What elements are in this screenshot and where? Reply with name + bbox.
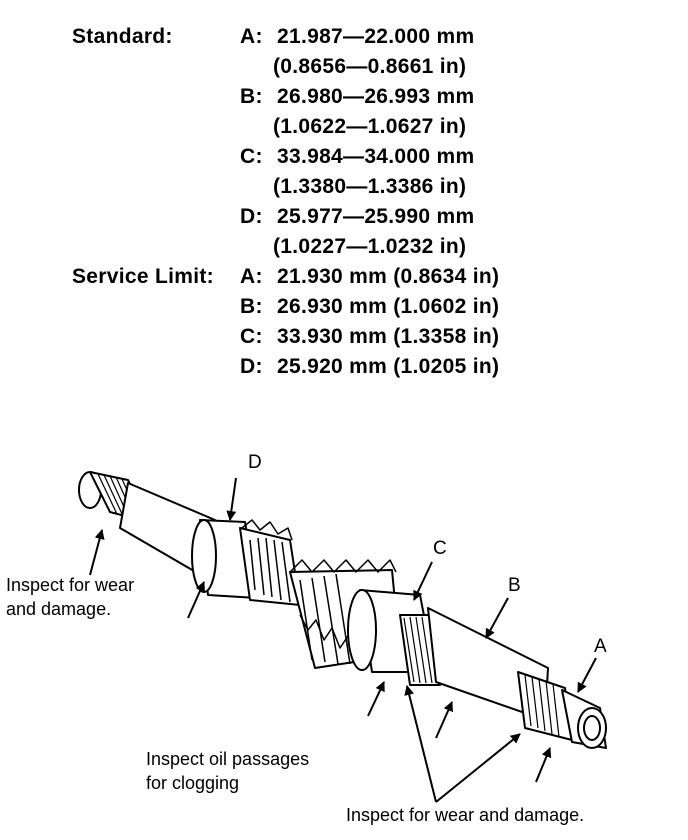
standard-b-range: 26.980—26.993 mm [277,85,475,108]
service-limit-b-value: 26.930 mm (1.0602 in) [277,295,500,318]
journal-c-face [347,589,377,671]
standard-b-letter: B: [240,85,263,108]
arrow-right-oil-passage [535,747,552,783]
label-b: B [508,575,521,596]
right-end-bore [583,715,601,741]
arrow-left-spline [89,529,105,576]
small-gear-teeth [241,519,293,603]
journal-d-face [191,519,217,593]
standard-d-range: 25.977—25.990 mm [277,205,475,228]
label-d: D [248,452,262,473]
callout-left-line1: Inspect for wear [6,575,135,595]
standard-a-range: 21.987—22.000 mm [277,25,475,48]
arrow-journal-b [435,701,453,739]
arrow-left-oil-passage [187,581,205,619]
arrow-a [577,657,597,693]
right-spline-teeth [524,674,560,738]
arrow-d [226,477,237,521]
callout-left-line2: and damage. [6,599,112,619]
standard-d-letter: D: [240,205,263,228]
callout-oil-line2: for clogging [146,773,240,793]
callout-bottom: Inspect for wear and damage. [346,805,585,825]
arrow-right-spline [435,733,521,803]
service-limit-c-letter: C: [240,325,263,348]
standard-b-inches: (1.0622—1.0627 in) [273,115,467,138]
arrow-b [485,597,509,639]
arrow-c [413,561,433,601]
service-limit-d-value: 25.920 mm (1.0205 in) [277,355,500,378]
service-limit-d-letter: D: [240,355,263,378]
standard-c-letter: C: [240,145,263,168]
small-gear-body [239,527,301,606]
label-c: C [433,538,447,559]
standard-heading: Standard: [72,25,173,48]
standard-a-inches: (0.8656—0.8661 in) [273,55,467,78]
label-a: A [594,636,607,657]
standard-a-letter: A: [240,25,263,48]
service-limit-a-letter: A: [240,265,263,288]
service-limit-a-value: 21.930 mm (0.8634 in) [277,265,500,288]
arrow-oil-passage [367,681,385,717]
service-limit-b-letter: B: [240,295,263,318]
callout-oil-line1: Inspect oil passages [146,749,310,769]
standard-c-inches: (1.3380—1.3386 in) [273,175,467,198]
arrow-bearing-race [404,685,437,803]
service-limit-heading: Service Limit: [72,265,214,288]
bearing-race-rollers [403,616,433,684]
standard-c-range: 33.984—34.000 mm [277,145,475,168]
standard-d-inches: (1.0227—1.0232 in) [273,235,467,258]
service-limit-c-value: 33.930 mm (1.3358 in) [277,325,500,348]
